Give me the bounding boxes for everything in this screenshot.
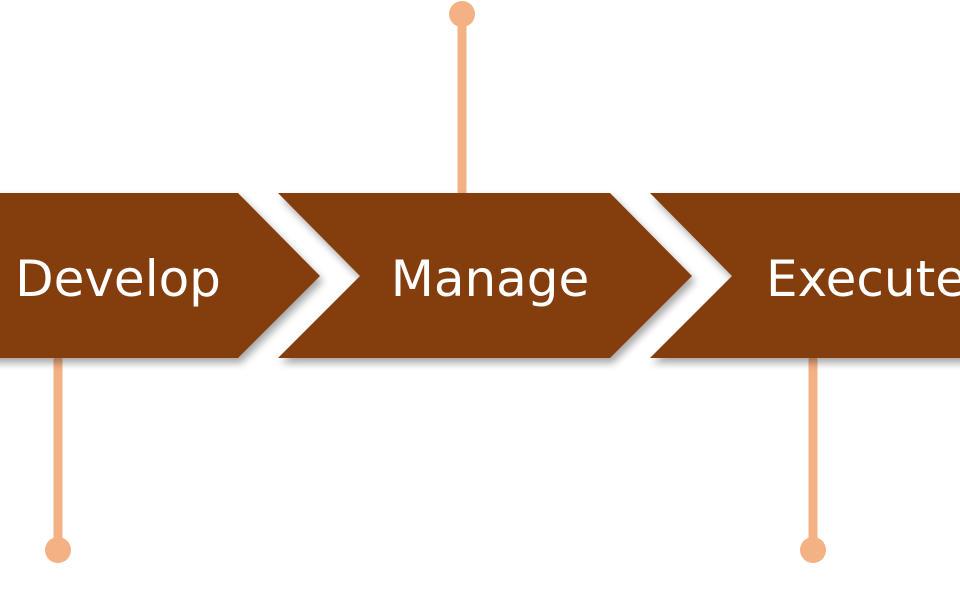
chevron-manage [278,193,692,358]
labels: Develop Manage Execute [15,250,960,308]
connector-dot-manage [449,1,475,27]
chevron-execute [650,193,960,358]
chevrons [0,193,960,358]
step-label-manage: Manage [391,250,590,308]
connector-dot-execute [800,537,826,563]
connectors [45,1,826,563]
connector-dot-develop [45,537,71,563]
step-label-develop: Develop [15,250,221,308]
step-label-execute: Execute [766,250,960,308]
chevron-develop [0,193,320,358]
